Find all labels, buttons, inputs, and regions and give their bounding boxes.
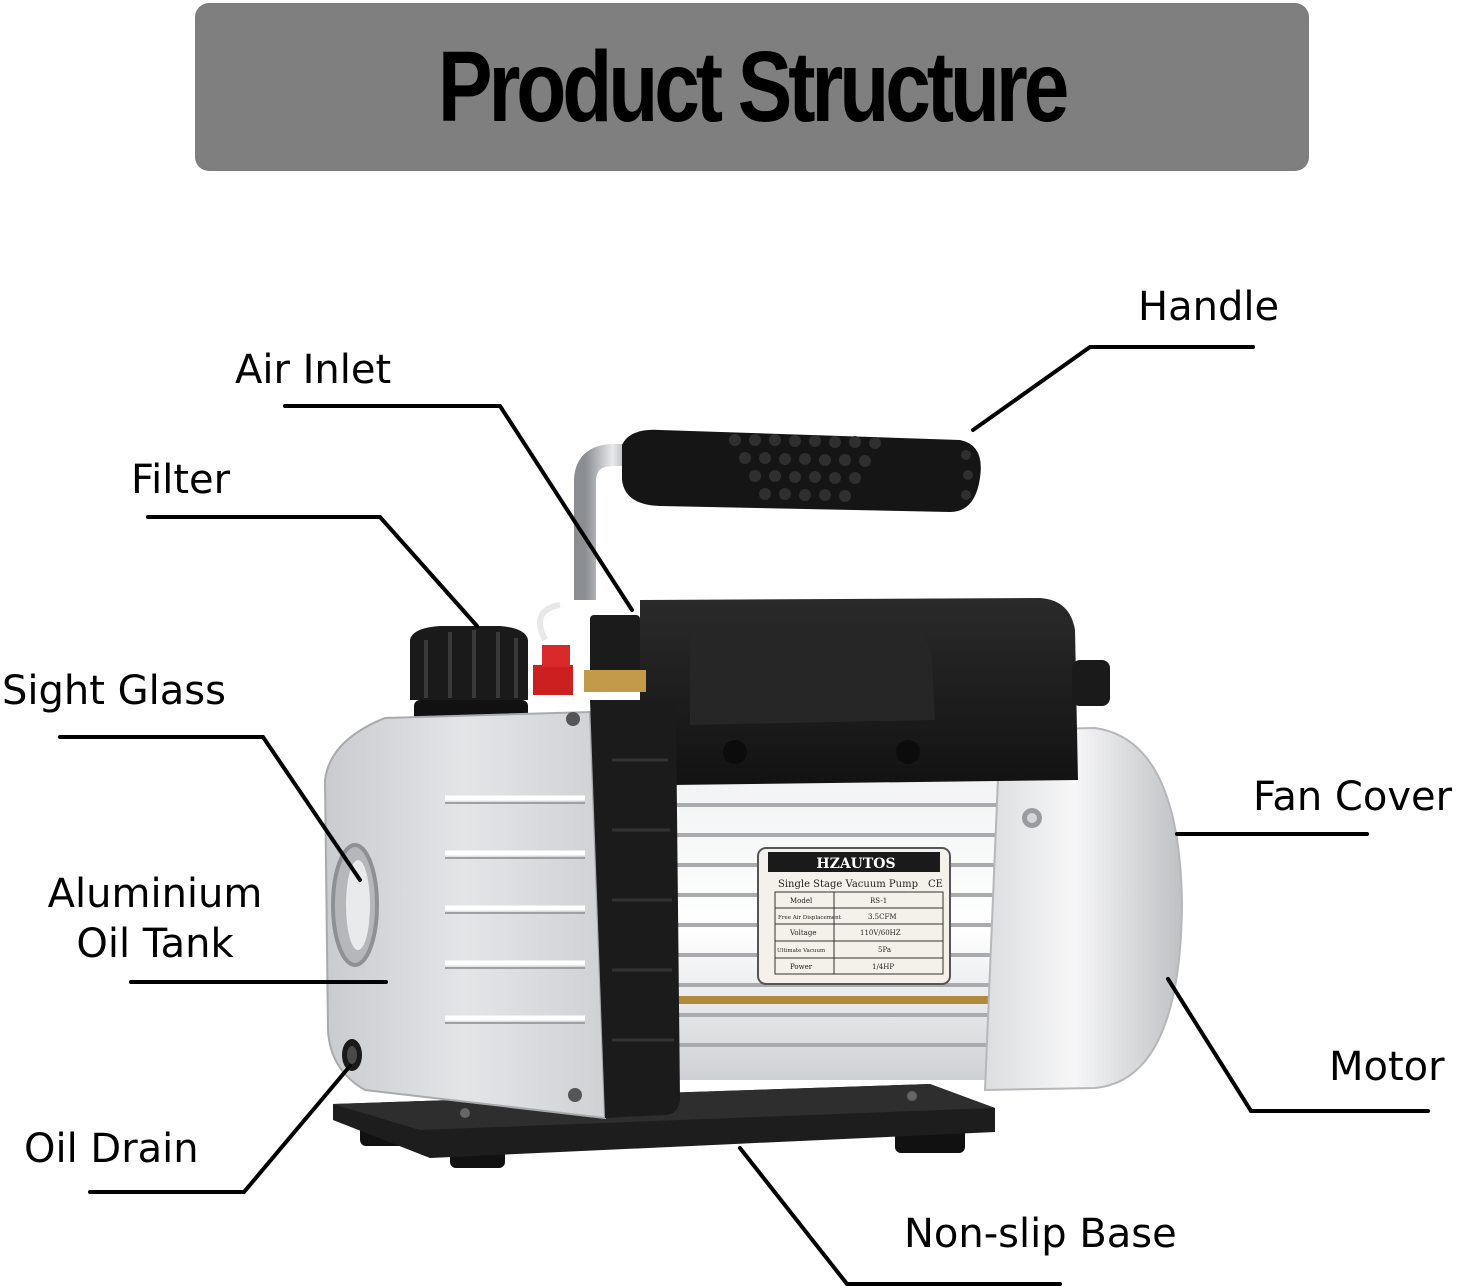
label-aluminium-oil-tank-line2: Oil Tank bbox=[76, 921, 234, 967]
nameplate-row-value: RS-1 bbox=[870, 897, 887, 905]
oil-tank bbox=[323, 710, 607, 1120]
label-sight-glass: Sight Glass bbox=[2, 668, 226, 714]
leader-line-motor bbox=[1166, 977, 1430, 1113]
nameplate-row-value: 110V/60HZ bbox=[860, 929, 901, 937]
label-air-inlet: Air Inlet bbox=[235, 347, 392, 393]
label-handle: Handle bbox=[1138, 284, 1280, 330]
leader-line-handle bbox=[971, 345, 1255, 432]
nameplate-subtitle: Single Stage Vacuum Pump bbox=[778, 879, 918, 890]
air-inlet bbox=[533, 602, 646, 695]
sight-glass bbox=[331, 843, 379, 967]
label-filter: Filter bbox=[131, 457, 231, 503]
nameplate-row-key: Model bbox=[790, 897, 813, 905]
label-non-slip-base: Non-slip Base bbox=[904, 1211, 1177, 1257]
leader-line-sight-glass bbox=[58, 735, 362, 882]
oil-drain bbox=[342, 1039, 362, 1071]
handle bbox=[574, 429, 981, 600]
nameplate-row-key: Power bbox=[790, 963, 813, 971]
title-banner: Product Structure bbox=[195, 3, 1309, 171]
label-oil-drain: Oil Drain bbox=[24, 1126, 199, 1172]
leader-line-air-inlet bbox=[283, 404, 634, 612]
label-fan-cover: Fan Cover bbox=[1253, 774, 1453, 820]
nameplate-row-key: Ultimate Vacuum bbox=[777, 948, 826, 954]
leader-line-non-slip-base bbox=[738, 1146, 1062, 1286]
label-aluminium-oil-tank: Aluminium Oil Tank bbox=[45, 869, 265, 969]
nameplate-row-key: Voltage bbox=[789, 929, 816, 937]
nameplate: HZAUTOS Single Stage Vacuum Pump CE Mode… bbox=[757, 847, 951, 985]
nameplate-row-value: 3.5CFM bbox=[868, 913, 897, 921]
label-motor: Motor bbox=[1329, 1044, 1445, 1090]
label-aluminium-oil-tank-line1: Aluminium bbox=[47, 871, 263, 917]
fan-cover bbox=[983, 726, 1184, 1092]
nameplate-row-key: Free Air Displacement bbox=[778, 915, 842, 921]
center-plate bbox=[590, 700, 680, 1118]
page-title: Product Structure bbox=[438, 30, 1069, 143]
leader-line-filter bbox=[146, 515, 479, 628]
leader-line-oil-drain bbox=[88, 1064, 352, 1194]
nameplate-ce-mark: CE bbox=[928, 879, 943, 890]
nameplate-row-value: 1/4HP bbox=[872, 963, 894, 971]
nameplate-row-value: 5Pa bbox=[878, 946, 891, 954]
top-housing bbox=[640, 598, 1110, 785]
nameplate-brand: HZAUTOS bbox=[816, 856, 895, 872]
filter bbox=[410, 626, 528, 722]
